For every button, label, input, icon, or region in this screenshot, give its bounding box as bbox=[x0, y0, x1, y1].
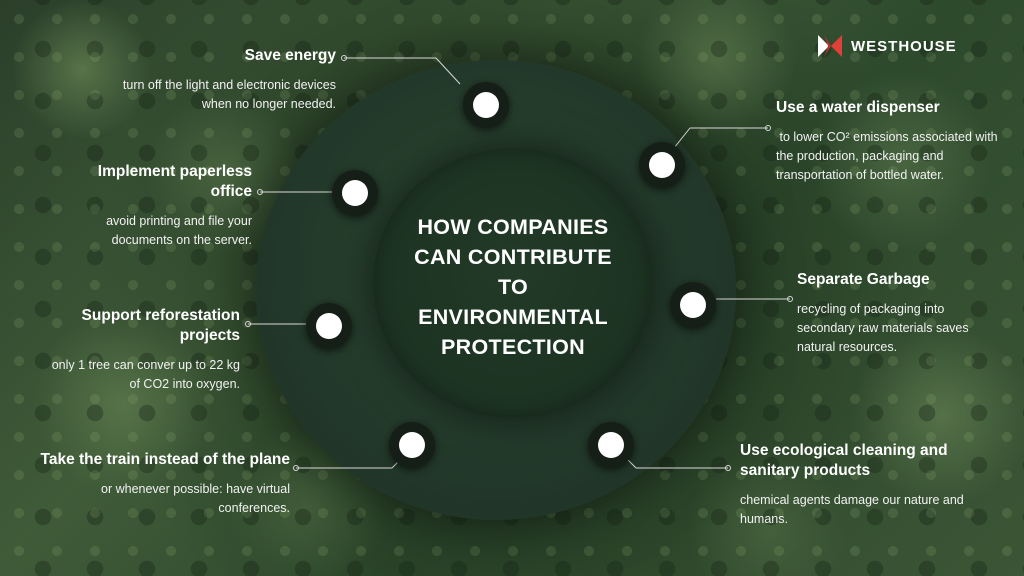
item-description: or whenever possible: have virtual confe… bbox=[101, 482, 290, 515]
node-water-dispenser bbox=[639, 142, 685, 188]
node-paperless-office bbox=[332, 170, 378, 216]
item-description: recycling of packaging into secondary ra… bbox=[797, 302, 969, 354]
node-ecological-products bbox=[588, 422, 634, 468]
item-heading: Use ecological cleaning and sanitary pro… bbox=[740, 442, 948, 479]
item-save-energy: Save energy turn off the light and elect… bbox=[120, 46, 336, 114]
title-line: HOW COMPANIES bbox=[417, 215, 609, 239]
westhouse-logo-icon bbox=[818, 35, 842, 57]
center-title: HOW COMPANIES CAN CONTRIBUTE TO ENVIRONM… bbox=[393, 212, 633, 362]
node-train bbox=[389, 422, 435, 468]
item-ecological-products: Use ecological cleaning and sanitary pro… bbox=[740, 441, 990, 529]
center-disc bbox=[373, 148, 653, 418]
item-heading: Implement paperless office bbox=[97, 163, 252, 200]
westhouse-logo: WESTHOUSE bbox=[818, 33, 957, 59]
item-reforestation: Support reforestation projects only 1 tr… bbox=[40, 306, 240, 394]
node-separate-garbage bbox=[670, 282, 716, 328]
item-heading: Take the train instead of the plane bbox=[40, 451, 290, 468]
item-description: turn off the light and electronic device… bbox=[122, 78, 336, 111]
item-water-dispenser: Use a water dispenser to lower CO² emiss… bbox=[776, 98, 1006, 185]
title-line: CAN CONTRIBUTE bbox=[414, 245, 612, 269]
item-description: chemical agents damage our nature and hu… bbox=[740, 493, 964, 526]
item-heading: Separate Garbage bbox=[797, 271, 930, 288]
title-line: PROTECTION bbox=[441, 335, 585, 359]
node-reforestation bbox=[306, 303, 352, 349]
item-description: to lower CO² emissions associated with t… bbox=[776, 130, 1002, 182]
brand-name: WESTHOUSE bbox=[851, 37, 957, 55]
item-heading: Use a water dispenser bbox=[776, 99, 940, 116]
title-line: TO bbox=[497, 275, 529, 299]
item-description: only 1 tree can conver up to 22 kg of CO… bbox=[51, 358, 240, 391]
item-heading: Support reforestation projects bbox=[81, 307, 240, 344]
item-train: Take the train instead of the plane or w… bbox=[10, 450, 290, 518]
item-heading: Save energy bbox=[244, 47, 336, 64]
item-separate-garbage: Separate Garbage recycling of packaging … bbox=[797, 270, 997, 357]
node-save-energy bbox=[463, 82, 509, 128]
item-paperless-office: Implement paperless office avoid printin… bbox=[60, 162, 252, 250]
title-line: ENVIRONMENTAL bbox=[418, 305, 608, 329]
item-description: avoid printing and file your documents o… bbox=[106, 214, 252, 247]
